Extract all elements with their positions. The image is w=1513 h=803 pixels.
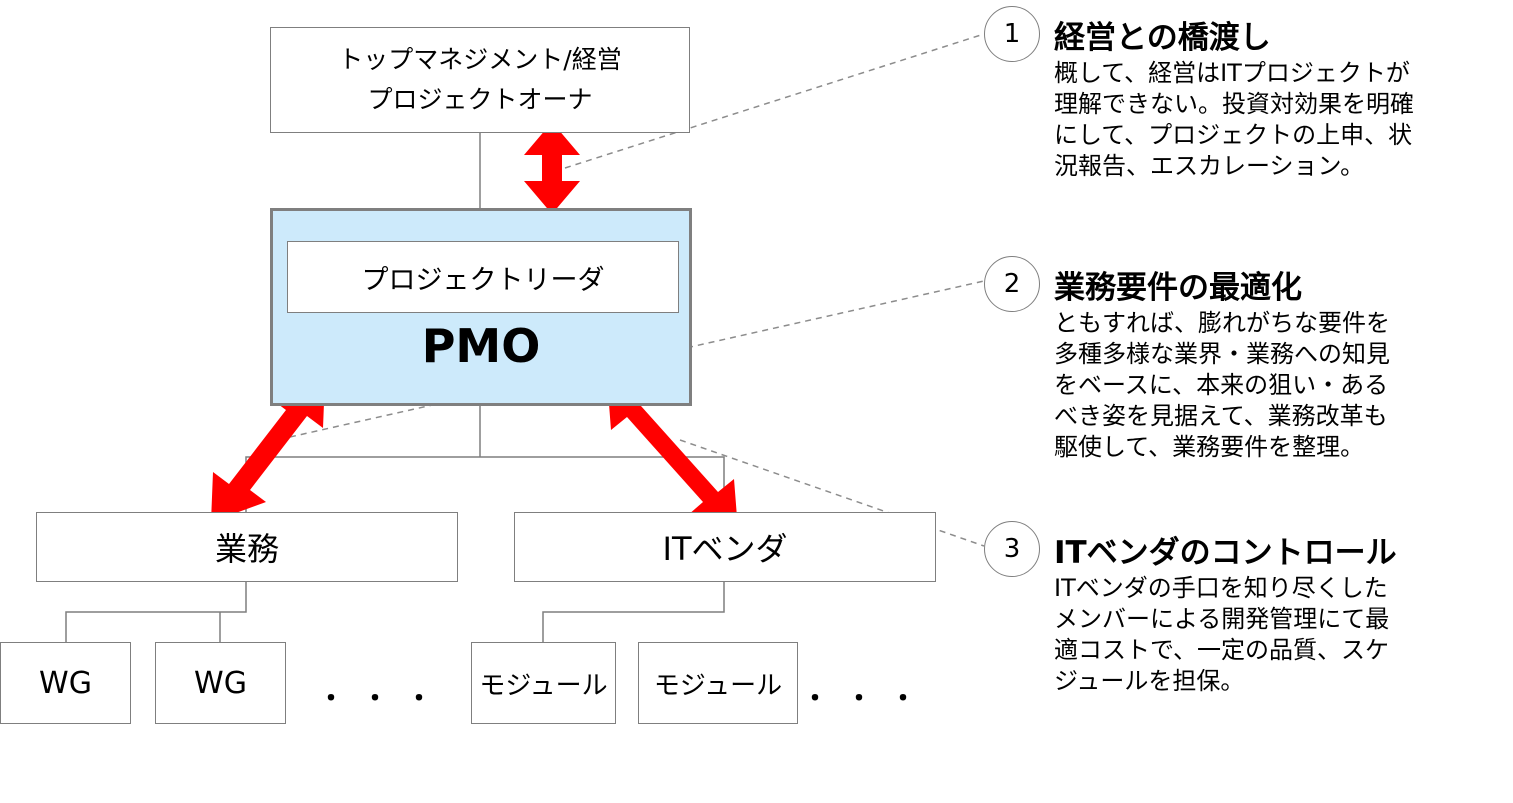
note-1-line: 概して、経営はITプロジェクトが <box>1054 59 1410 87</box>
note-3-line: ITベンダの手口を知り尽くした <box>1054 574 1388 602</box>
module-label-2: モジュール <box>653 670 783 701</box>
note-2-line: 多種多様な業界・業務への知見 <box>1054 340 1390 368</box>
note-3-line: ジュールを担保。 <box>1054 667 1245 695</box>
note-2-line: をベースに、本来の狙い・ある <box>1054 371 1389 399</box>
wg-box-1: WG <box>0 642 131 724</box>
module-box-2: モジュール <box>638 642 798 724</box>
note-3-number: 3 <box>1003 534 1021 564</box>
module-box-1: モジュール <box>471 642 616 724</box>
project-owner-label: プロジェクトオーナ <box>367 85 593 114</box>
project-leader-box: プロジェクトリーダ <box>287 241 679 313</box>
note-3-line: メンバーによる開発管理にて最 <box>1054 605 1390 633</box>
business-box: 業務 <box>36 512 458 582</box>
pmo-label: PMO <box>421 319 541 373</box>
top-management-label: トップマネジメント/経営 <box>338 45 622 74</box>
double-arrow-business <box>211 378 325 522</box>
top-management-box: トップマネジメント/経営 プロジェクトオーナ <box>270 27 690 133</box>
project-leader-label: プロジェクトリーダ <box>361 264 605 296</box>
wg-box-2: WG <box>155 642 286 724</box>
connector-business-wg1 <box>65 582 247 642</box>
note-1-body: 概して、経営はITプロジェクトが 理解できない。投資対効果を明確 にして、プロジ… <box>1054 58 1504 182</box>
note-3-line: 適コストで、一定の品質、スケ <box>1054 636 1390 664</box>
note-1-line: にして、プロジェクトの上申、状 <box>1054 121 1413 149</box>
note-1-number: 1 <box>1003 19 1021 49</box>
note-3-title: ITベンダのコントロール <box>1054 535 1397 571</box>
business-ellipsis: ・・・ <box>318 684 451 714</box>
note-1-title: 経営との橋渡し <box>1054 20 1271 56</box>
double-arrow-top <box>524 122 580 214</box>
callout-line-1 <box>564 33 985 169</box>
it-vendor-label: ITベンダ <box>662 530 788 568</box>
wg-label-2: WG <box>194 665 247 701</box>
note-3-body: ITベンダの手口を知り尽くした メンバーによる開発管理にて最 適コストで、一定の… <box>1054 573 1504 697</box>
business-label: 業務 <box>214 530 279 568</box>
note-1-number-badge: 1 <box>984 6 1040 62</box>
module-label-1: モジュール <box>479 670 608 701</box>
note-2-line: ともすれば、膨れがちな要件を <box>1054 309 1390 337</box>
note-1-line: 理解できない。投資対効果を明確 <box>1054 90 1414 118</box>
note-2-line: べき姿を見据えて、業務改革も <box>1054 402 1388 430</box>
it-ellipsis: ・・・ <box>802 684 935 714</box>
note-2-title: 業務要件の最適化 <box>1054 270 1302 306</box>
connector-it-module1 <box>542 582 725 642</box>
note-1-line: 況報告、エスカレーション。 <box>1054 152 1365 180</box>
pmo-box: プロジェクトリーダ PMO <box>270 208 692 406</box>
note-3-number-badge: 3 <box>984 521 1040 577</box>
note-2-body: ともすれば、膨れがちな要件を 多種多様な業界・業務への知見 をベースに、本来の狙… <box>1054 308 1504 463</box>
note-2-line: 駆使して、業務要件を整理。 <box>1054 433 1365 461</box>
note-2-number-badge: 2 <box>984 256 1040 312</box>
double-arrow-it <box>607 378 738 530</box>
connector-pmo-children <box>245 456 725 512</box>
it-vendor-box: ITベンダ <box>514 512 936 582</box>
note-2-number: 2 <box>1003 269 1021 299</box>
wg-label-1: WG <box>39 665 92 701</box>
